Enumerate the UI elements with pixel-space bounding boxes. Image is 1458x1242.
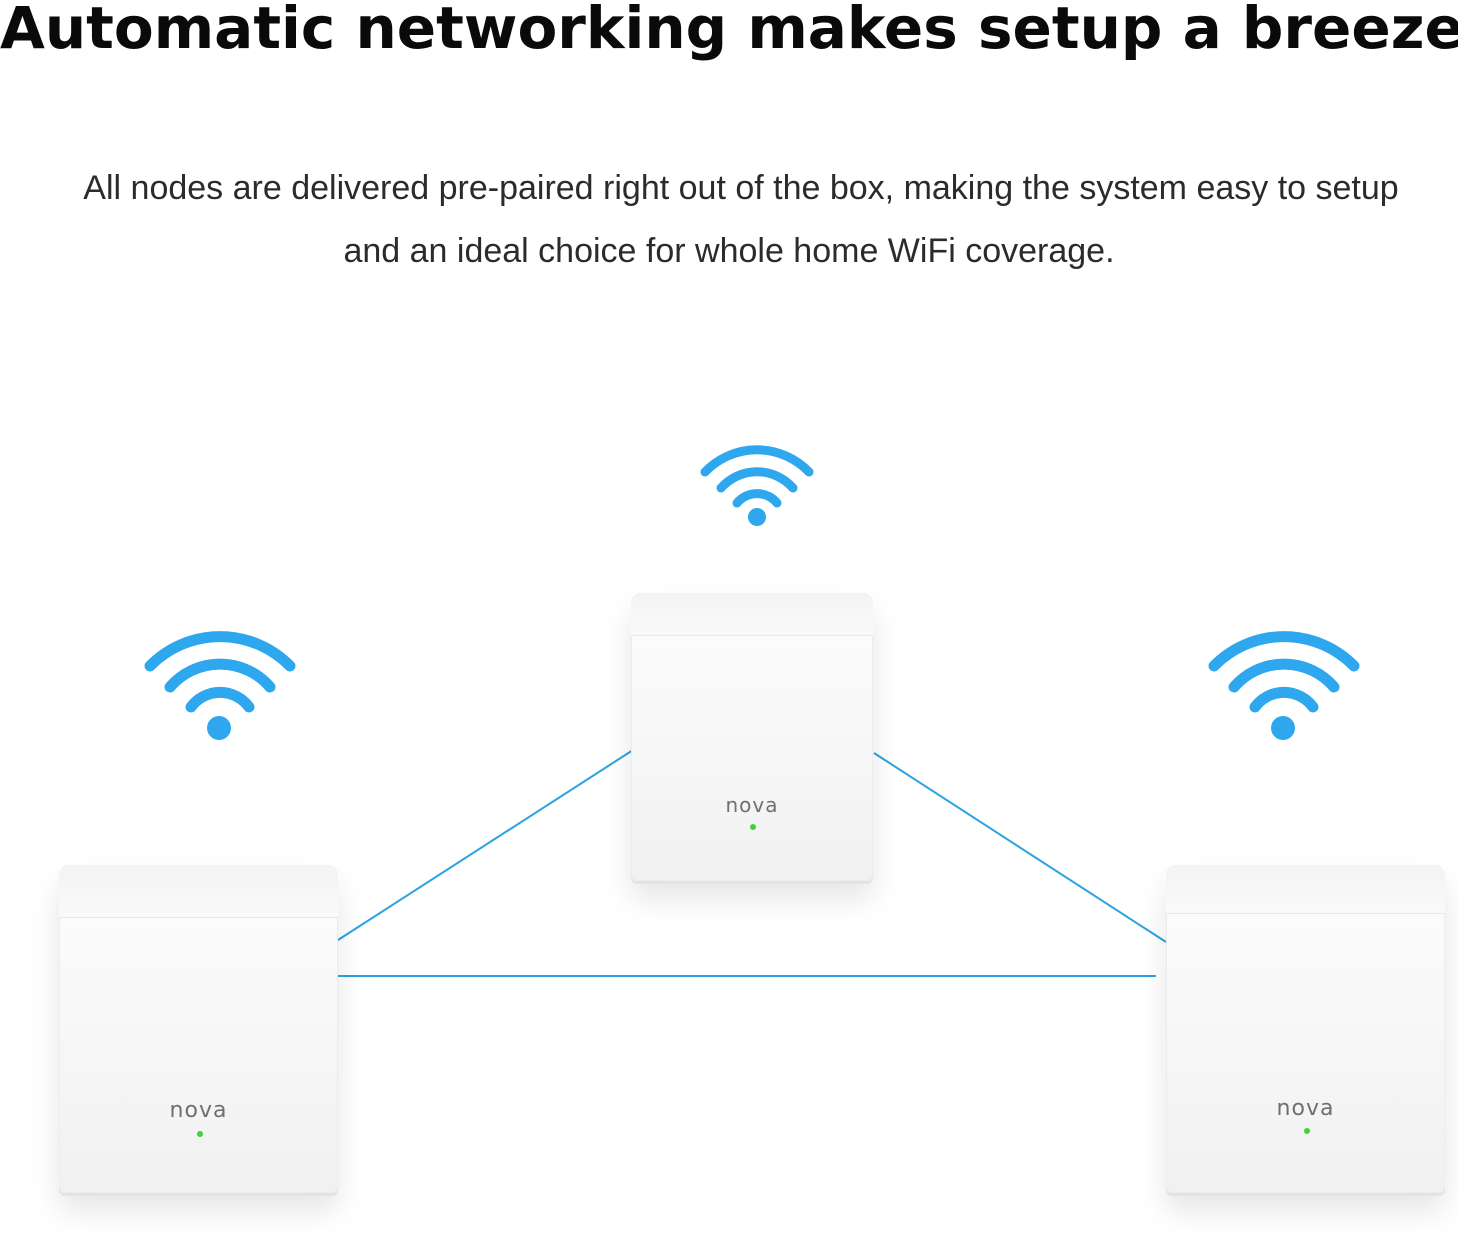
node-status-led	[197, 1131, 203, 1137]
wifi-icon	[1208, 631, 1360, 740]
mesh-node-left: nova	[59, 865, 338, 1193]
mesh-node-right: nova	[1166, 865, 1445, 1193]
wifi-icon	[144, 631, 296, 740]
node-top-face	[631, 593, 873, 636]
node-brand-logo: nova	[169, 1098, 228, 1123]
wifi-icon	[700, 445, 814, 526]
link-center-right	[873, 752, 1167, 943]
node-top-face	[59, 865, 338, 918]
page-title: Automatic networking makes setup a breez…	[0, 0, 1458, 62]
node-status-led	[1304, 1128, 1310, 1134]
node-brand-logo: nova	[725, 793, 779, 817]
description-line-1: All nodes are delivered pre-paired right…	[83, 169, 1399, 207]
node-top-face	[1166, 865, 1445, 914]
mesh-node-center: nova	[631, 593, 873, 881]
node-status-led	[750, 824, 756, 830]
description-line-2: and an ideal choice for whole home WiFi …	[343, 232, 1115, 270]
link-left-center	[337, 749, 634, 941]
node-brand-logo: nova	[1276, 1096, 1335, 1121]
